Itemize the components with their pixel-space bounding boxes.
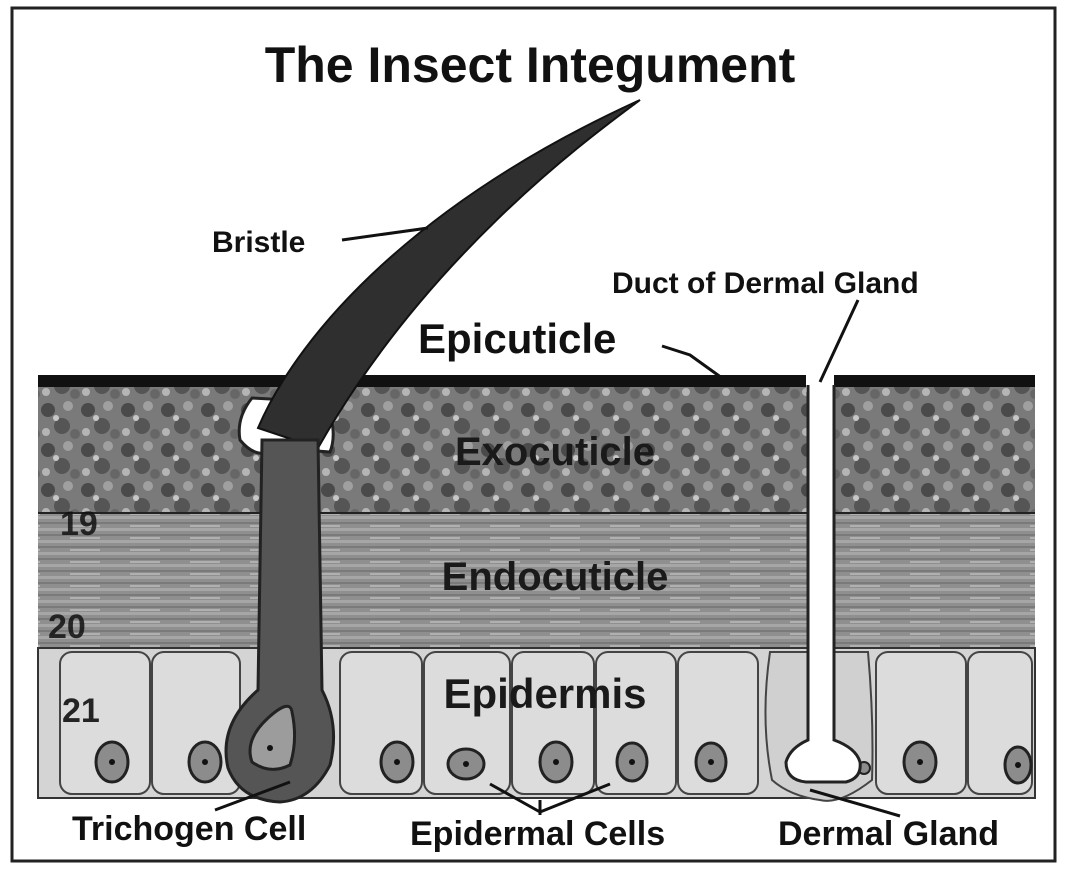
faint-mark-19: 19 bbox=[60, 505, 98, 543]
label-epidermal-cells: Epidermal Cells bbox=[410, 815, 665, 853]
nucleolus bbox=[109, 759, 115, 765]
label-exocuticle: Exocuticle bbox=[455, 430, 655, 474]
nucleolus bbox=[708, 759, 714, 765]
nucleolus bbox=[917, 759, 923, 765]
label-bristle: Bristle bbox=[212, 226, 305, 259]
trichogen-nucleolus bbox=[267, 745, 273, 751]
epicuticle-layer bbox=[38, 375, 1035, 387]
nucleolus bbox=[394, 759, 400, 765]
label-epidermis: Epidermis bbox=[443, 670, 646, 717]
label-trichogen-cell: Trichogen Cell bbox=[72, 810, 306, 848]
nucleolus bbox=[202, 759, 208, 765]
label-dermal-gland: Dermal Gland bbox=[778, 815, 999, 853]
label-duct: Duct of Dermal Gland bbox=[612, 267, 919, 300]
diagram-title: The Insect Integument bbox=[265, 37, 796, 93]
faint-mark-21: 21 bbox=[62, 692, 100, 730]
nucleolus bbox=[1015, 762, 1021, 768]
nucleolus bbox=[553, 759, 559, 765]
label-endocuticle: Endocuticle bbox=[442, 555, 669, 599]
label-epicuticle: Epicuticle bbox=[418, 315, 616, 362]
faint-mark-20: 20 bbox=[48, 608, 86, 646]
nucleolus bbox=[629, 759, 635, 765]
nucleolus bbox=[463, 761, 469, 767]
